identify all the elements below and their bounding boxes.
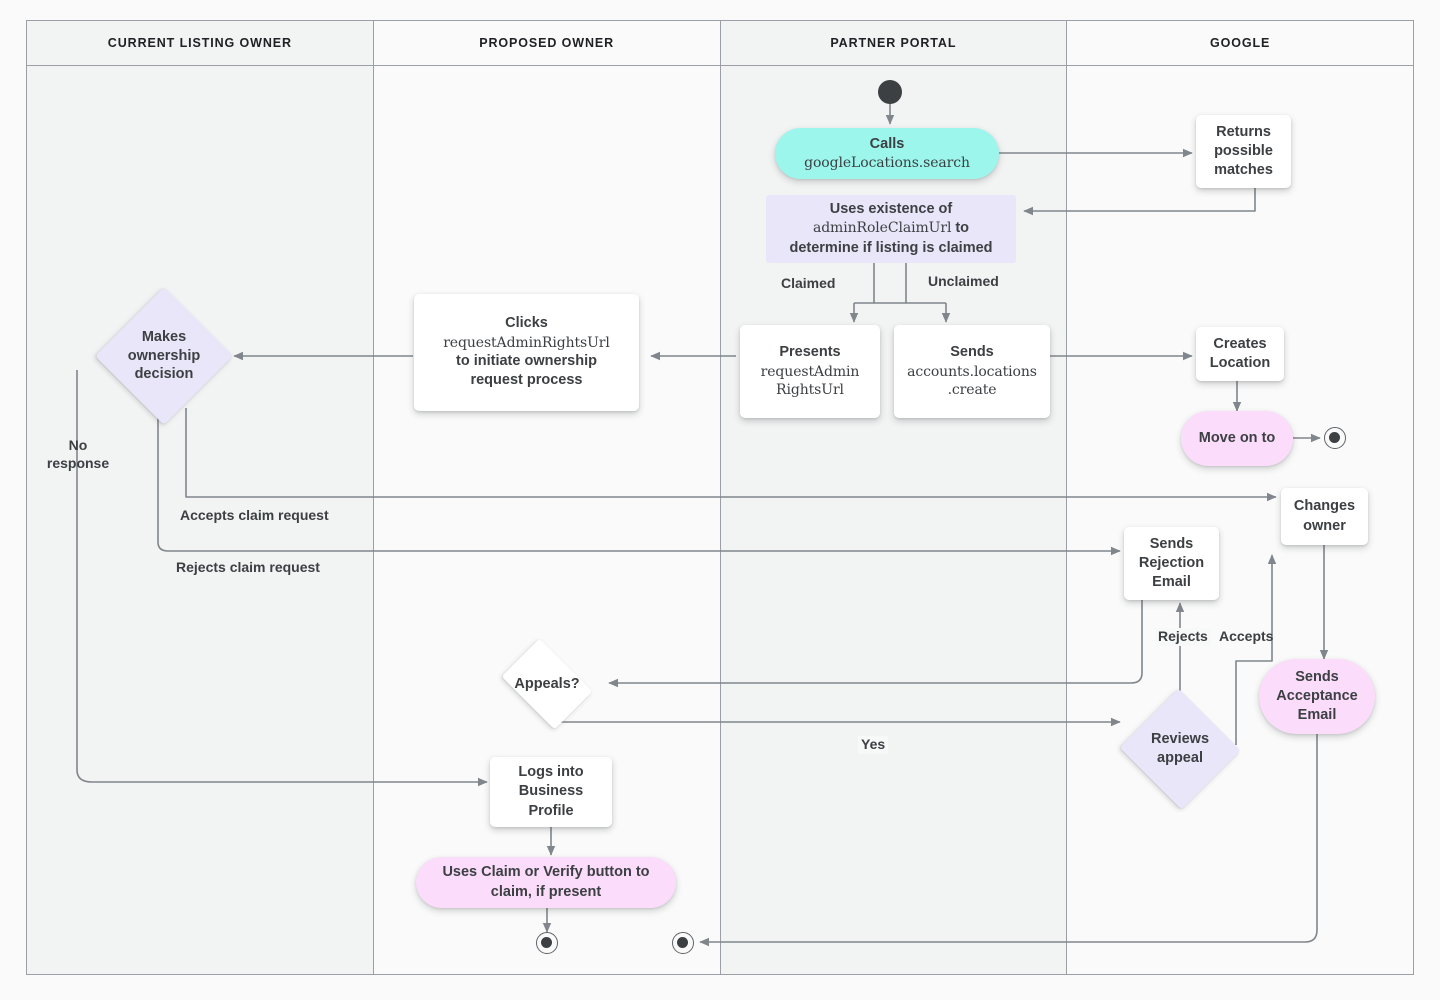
- edge-label-rejects-claim-request: Rejects claim request: [176, 559, 320, 575]
- lane-header-google: GOOGLE: [1067, 21, 1413, 66]
- returns-possible-matches[interactable]: Returns possible matches: [1196, 115, 1291, 188]
- presents-line-1: Presents: [779, 344, 841, 361]
- clicks-line-1: Clicks: [505, 315, 548, 332]
- edge-label-unclaimed: Unclaimed: [928, 273, 999, 289]
- reviews-appeal-label: Reviews appeal: [1150, 731, 1210, 766]
- changes-owner[interactable]: Changes owner: [1281, 488, 1368, 545]
- lane-body-proposed-owner: [374, 66, 720, 974]
- logs-into-business-profile-label: Logs into Business Profile: [518, 764, 584, 819]
- edge-label-accepts-claim-request: Accepts claim request: [180, 507, 329, 523]
- changes-owner-label: Changes owner: [1293, 498, 1356, 534]
- uses-existence-line-1: Uses existence of: [829, 201, 953, 218]
- lane-current-listing-owner: CURRENT LISTING OWNER: [27, 21, 374, 974]
- reviews-appeal[interactable]: Reviews appeal: [1118, 688, 1242, 810]
- creates-location-label: Creates Location: [1209, 335, 1271, 371]
- calls-line-2: googleLocations.search: [804, 154, 970, 171]
- move-on-to-label: Move on to: [1198, 429, 1276, 446]
- clicks-requestadminrightsurl[interactable]: Clicks requestAdminRightsUrl to initiate…: [414, 294, 639, 411]
- sends-acceptance-email-label: Sends Acceptance Email: [1276, 668, 1358, 724]
- start-node: [878, 80, 902, 104]
- lane-proposed-owner: PROPOSED OWNER: [373, 21, 721, 974]
- uses-existence-line-3: determine if listing is claimed: [789, 239, 993, 256]
- uses-existence-line-2: adminRoleClaimUrl to: [812, 220, 970, 237]
- lane-header-proposed-owner: PROPOSED OWNER: [373, 21, 720, 66]
- sends-accounts-locations-create[interactable]: Sends accounts.locations .create: [894, 325, 1050, 418]
- presents-requestadminrightsurl[interactable]: Presents requestAdmin RightsUrl: [740, 325, 880, 418]
- calls-line-1: Calls: [869, 135, 905, 152]
- clicks-line-2: requestAdminRightsUrl: [443, 334, 610, 351]
- creates-location[interactable]: Creates Location: [1196, 327, 1284, 381]
- appeals-decision[interactable]: Appeals?: [494, 638, 600, 730]
- sends-create-line-3: .create: [947, 382, 997, 399]
- calls-googlelocations-search[interactable]: Calls googleLocations.search: [775, 128, 999, 179]
- edge-label-claimed: Claimed: [781, 275, 836, 291]
- clicks-line-4: request process: [470, 372, 583, 389]
- uses-claim-line-1: Uses Claim or Verify button to: [442, 864, 650, 881]
- presents-line-3: RightsUrl: [776, 382, 844, 399]
- appeals-decision-label: Appeals?: [514, 675, 580, 692]
- makes-ownership-decision[interactable]: Makes ownership decision: [95, 287, 233, 425]
- sends-rejection-email-label: Sends Rejection Email: [1138, 535, 1205, 591]
- returns-possible-matches-label: Returns possible matches: [1214, 123, 1273, 179]
- edge-label-yes: Yes: [858, 736, 889, 754]
- end-node-proposed-owner: [536, 932, 558, 954]
- move-on-to[interactable]: Move on to: [1181, 411, 1293, 466]
- edge-label-rejects: Rejects: [1155, 628, 1211, 646]
- lane-header-current-listing-owner: CURRENT LISTING OWNER: [27, 21, 373, 66]
- edge-label-accepts: Accepts: [1219, 628, 1274, 644]
- sends-create-line-2: accounts.locations: [907, 363, 1037, 380]
- sends-rejection-email[interactable]: Sends Rejection Email: [1124, 527, 1219, 600]
- clicks-line-3: to initiate ownership: [456, 353, 597, 370]
- presents-line-2: requestAdmin: [760, 363, 860, 380]
- uses-claim-or-verify-button[interactable]: Uses Claim or Verify button to claim, if…: [416, 857, 676, 908]
- logs-into-business-profile[interactable]: Logs into Business Profile: [490, 757, 612, 827]
- end-node-proposed-owner-2: [672, 932, 694, 954]
- uses-existence-of-adminroleclaimurl[interactable]: Uses existence of adminRoleClaimUrl to d…: [766, 195, 1016, 263]
- makes-ownership-decision-label: Makes ownership decision: [127, 328, 201, 383]
- end-node-google: [1324, 427, 1346, 449]
- lane-header-partner-portal: PARTNER PORTAL: [720, 21, 1067, 66]
- sends-acceptance-email[interactable]: Sends Acceptance Email: [1259, 659, 1375, 734]
- sends-create-line-1: Sends: [950, 344, 994, 361]
- uses-claim-line-2: claim, if present: [490, 883, 602, 900]
